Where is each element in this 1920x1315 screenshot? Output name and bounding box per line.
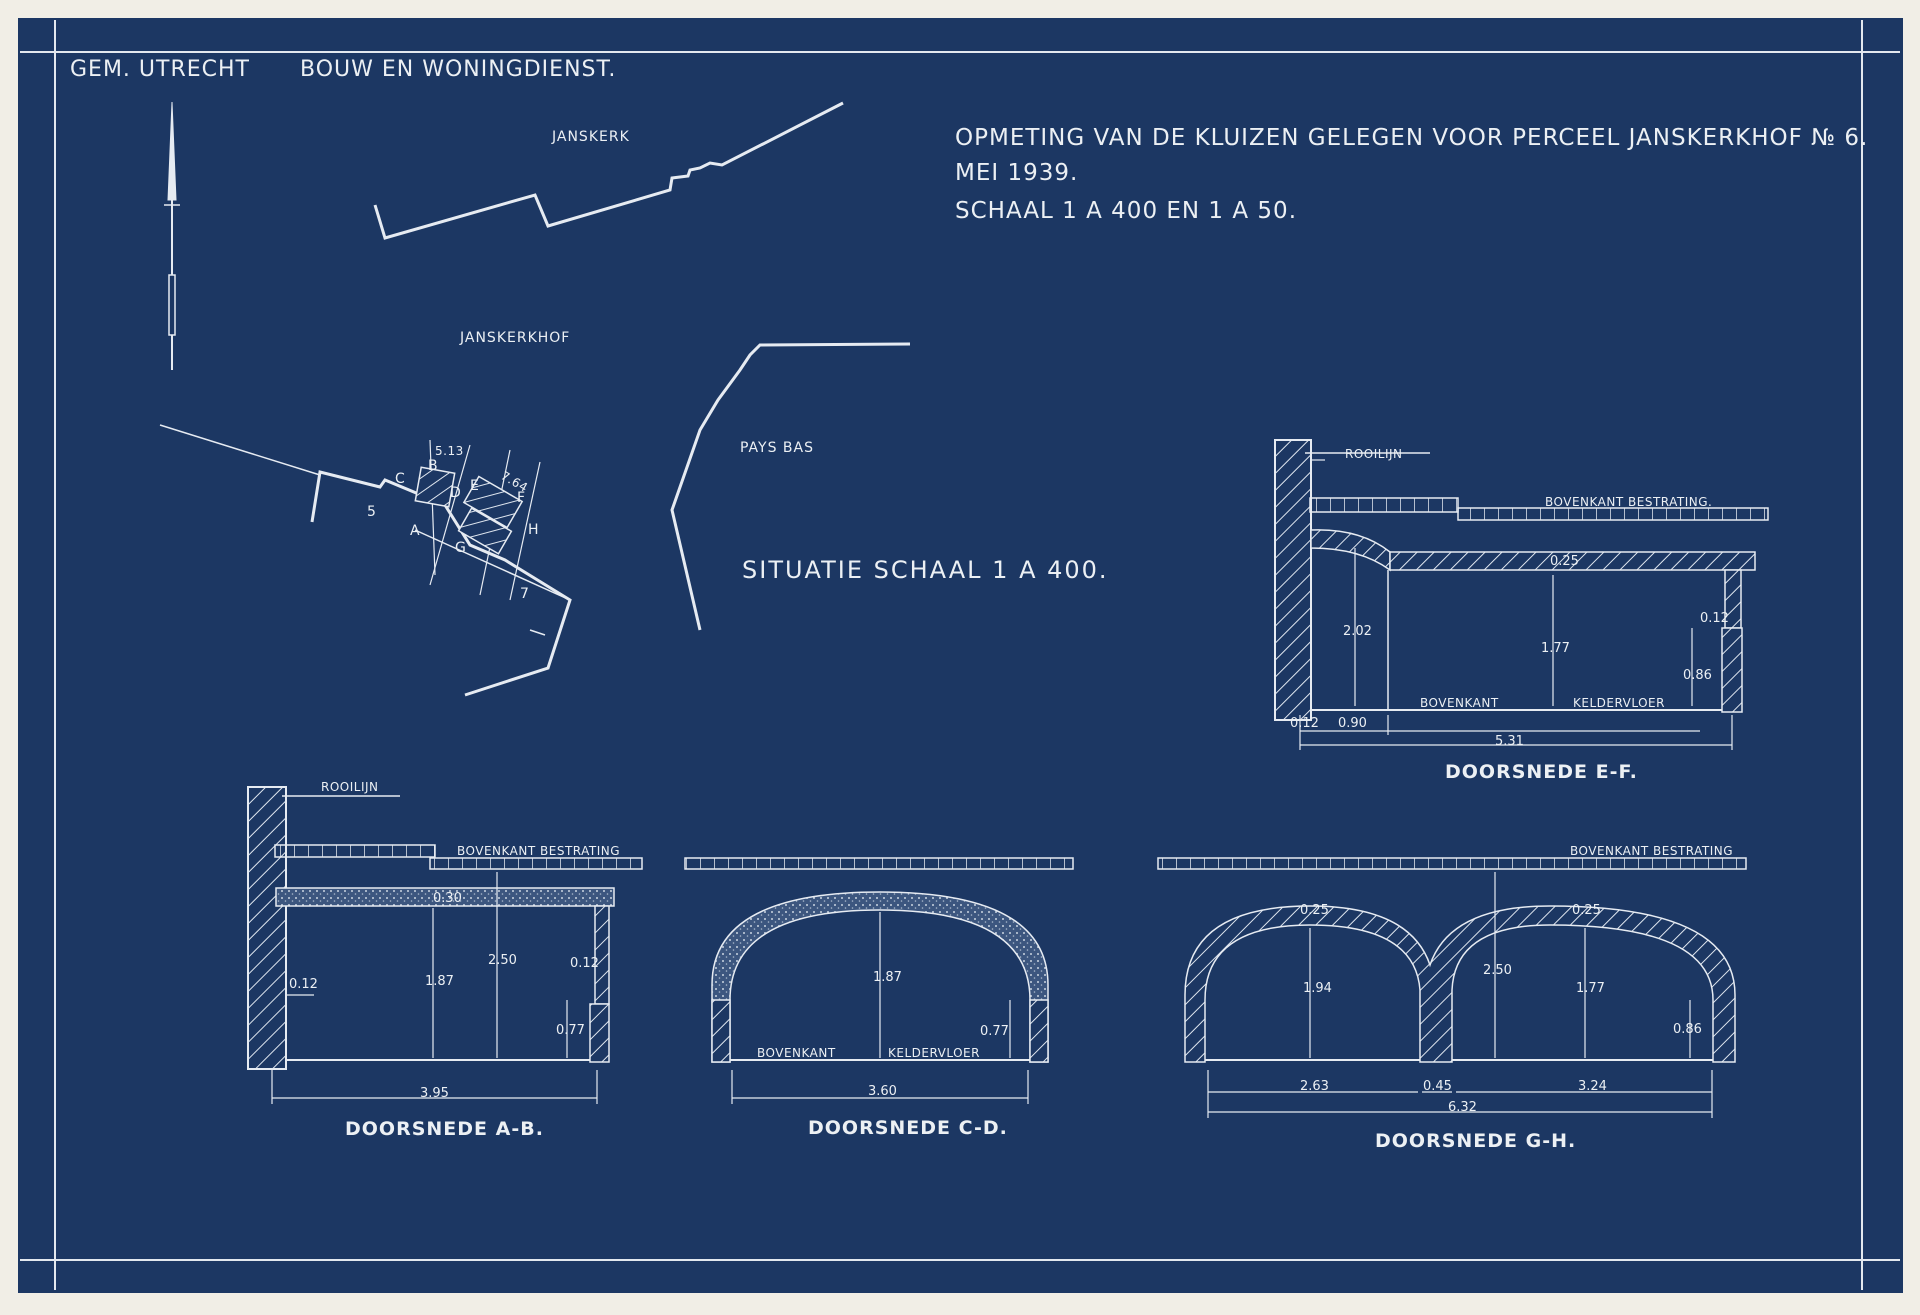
- number-5: 5: [367, 504, 377, 520]
- letter-a: A: [410, 523, 421, 539]
- gh-dim-j: 6.32: [1448, 1100, 1477, 1115]
- gh-dim-f: 0.86: [1673, 1022, 1702, 1037]
- ab-dim-c: 2.50: [488, 953, 517, 968]
- ab-rooilijn-label: ROOILIJN: [321, 780, 379, 794]
- section-ef: ROOILIJN BOVENKANT BESTRATING. 0.25 2.02…: [1274, 439, 1769, 783]
- ef-dim-a: 0.25: [1550, 554, 1579, 569]
- section-ab: ROOILIJN BOVENKANT BESTRATING 0.30 1.87 …: [247, 780, 643, 1140]
- title-line-3: SCHAAL 1 A 400 EN 1 A 50.: [955, 198, 1297, 224]
- letter-g: G: [455, 540, 467, 556]
- ef-dim-c: 1.77: [1541, 641, 1570, 656]
- gh-dim-c: 1.94: [1303, 981, 1332, 996]
- number-7: 7: [520, 586, 530, 602]
- department-label: BOUW EN WONINGDIENST.: [300, 57, 616, 82]
- cd-floor-left: BOVENKANT: [757, 1046, 836, 1060]
- municipality-label: GEM. UTRECHT: [70, 57, 250, 82]
- letter-f: F: [517, 490, 526, 506]
- drawing-border: [20, 20, 1900, 1290]
- letter-b: B: [428, 458, 439, 474]
- letter-h: H: [528, 522, 540, 538]
- ab-dim-e: 0.12: [570, 956, 599, 971]
- block-outline: [310, 470, 572, 697]
- pays-bas-outline: [670, 342, 911, 631]
- title-line-2: MEI 1939.: [955, 160, 1078, 186]
- gh-dim-a: 0.25: [1300, 903, 1329, 918]
- ef-floor-left: BOVENKANT: [1420, 696, 1499, 710]
- gh-dim-g: 2.63: [1300, 1079, 1329, 1094]
- ab-dim-g: 3.95: [420, 1086, 449, 1101]
- site-dim-1: 5.13: [435, 444, 464, 458]
- site-plan-caption: SITUATIE SCHAAL 1 A 400.: [742, 556, 1109, 584]
- ef-dim-e: 0.86: [1683, 668, 1712, 683]
- ab-caption: DOORSNEDE A-B.: [345, 1118, 544, 1140]
- letter-c: C: [395, 471, 406, 487]
- ef-dim-f: 0.12: [1290, 716, 1319, 731]
- ef-caption: DOORSNEDE E-F.: [1445, 761, 1638, 783]
- section-cd: 1.87 0.77 BOVENKANT KELDERVLOER 3.60 DOO…: [684, 857, 1074, 1139]
- vault-cells: [414, 466, 524, 555]
- janskerk-label: JANSKERK: [551, 129, 630, 145]
- ab-paving-label: BOVENKANT BESTRATING: [457, 844, 620, 858]
- cd-floor-right: KELDERVLOER: [888, 1046, 980, 1060]
- gh-paving-label: BOVENKANT BESTRATING: [1570, 844, 1733, 858]
- title-line-1: OPMETING VAN DE KLUIZEN GELEGEN VOOR PER…: [955, 125, 1868, 151]
- ab-dim-d: 0.12: [289, 977, 318, 992]
- gh-dim-d: 2.50: [1483, 963, 1512, 978]
- ef-dim-d: 0.12: [1700, 611, 1729, 626]
- gh-dim-i: 3.24: [1578, 1079, 1607, 1094]
- letter-e: E: [470, 478, 480, 494]
- ef-paving-label: BOVENKANT BESTRATING.: [1545, 495, 1712, 509]
- janskerk-outline: [373, 101, 844, 240]
- cd-dim-b: 0.77: [980, 1024, 1009, 1039]
- ef-floor-right: KELDERVLOER: [1573, 696, 1665, 710]
- gh-dim-e: 1.77: [1576, 981, 1605, 996]
- ef-dim-h: 5.31: [1495, 734, 1524, 749]
- gh-caption: DOORSNEDE G-H.: [1375, 1130, 1576, 1152]
- section-gh: BOVENKANT BESTRATING 0.25 0.25 1.94 2.50…: [1157, 844, 1747, 1152]
- pays-bas-label: PAYS BAS: [740, 440, 814, 456]
- janskerkhof-label: JANSKERKHOF: [459, 330, 570, 346]
- letter-d: D: [450, 485, 462, 501]
- street-line-left: [159, 424, 321, 476]
- ab-dim-b: 1.87: [425, 974, 454, 989]
- gh-dim-h: 0.45: [1423, 1079, 1452, 1094]
- blueprint-sheet: [18, 18, 1903, 1293]
- ab-dim-a: 0.30: [433, 891, 462, 906]
- cd-caption: DOORSNEDE C-D.: [808, 1117, 1008, 1139]
- cd-dim-a: 1.87: [873, 970, 902, 985]
- ab-dim-f: 0.77: [556, 1023, 585, 1038]
- gh-dim-b: 0.25: [1572, 903, 1601, 918]
- ef-rooilijn-label: ROOILIJN: [1345, 447, 1403, 461]
- ef-dim-b: 2.02: [1343, 624, 1372, 639]
- north-arrow-icon: [164, 101, 180, 370]
- ef-dim-g: 0.90: [1338, 716, 1367, 731]
- cd-dim-c: 3.60: [868, 1084, 897, 1099]
